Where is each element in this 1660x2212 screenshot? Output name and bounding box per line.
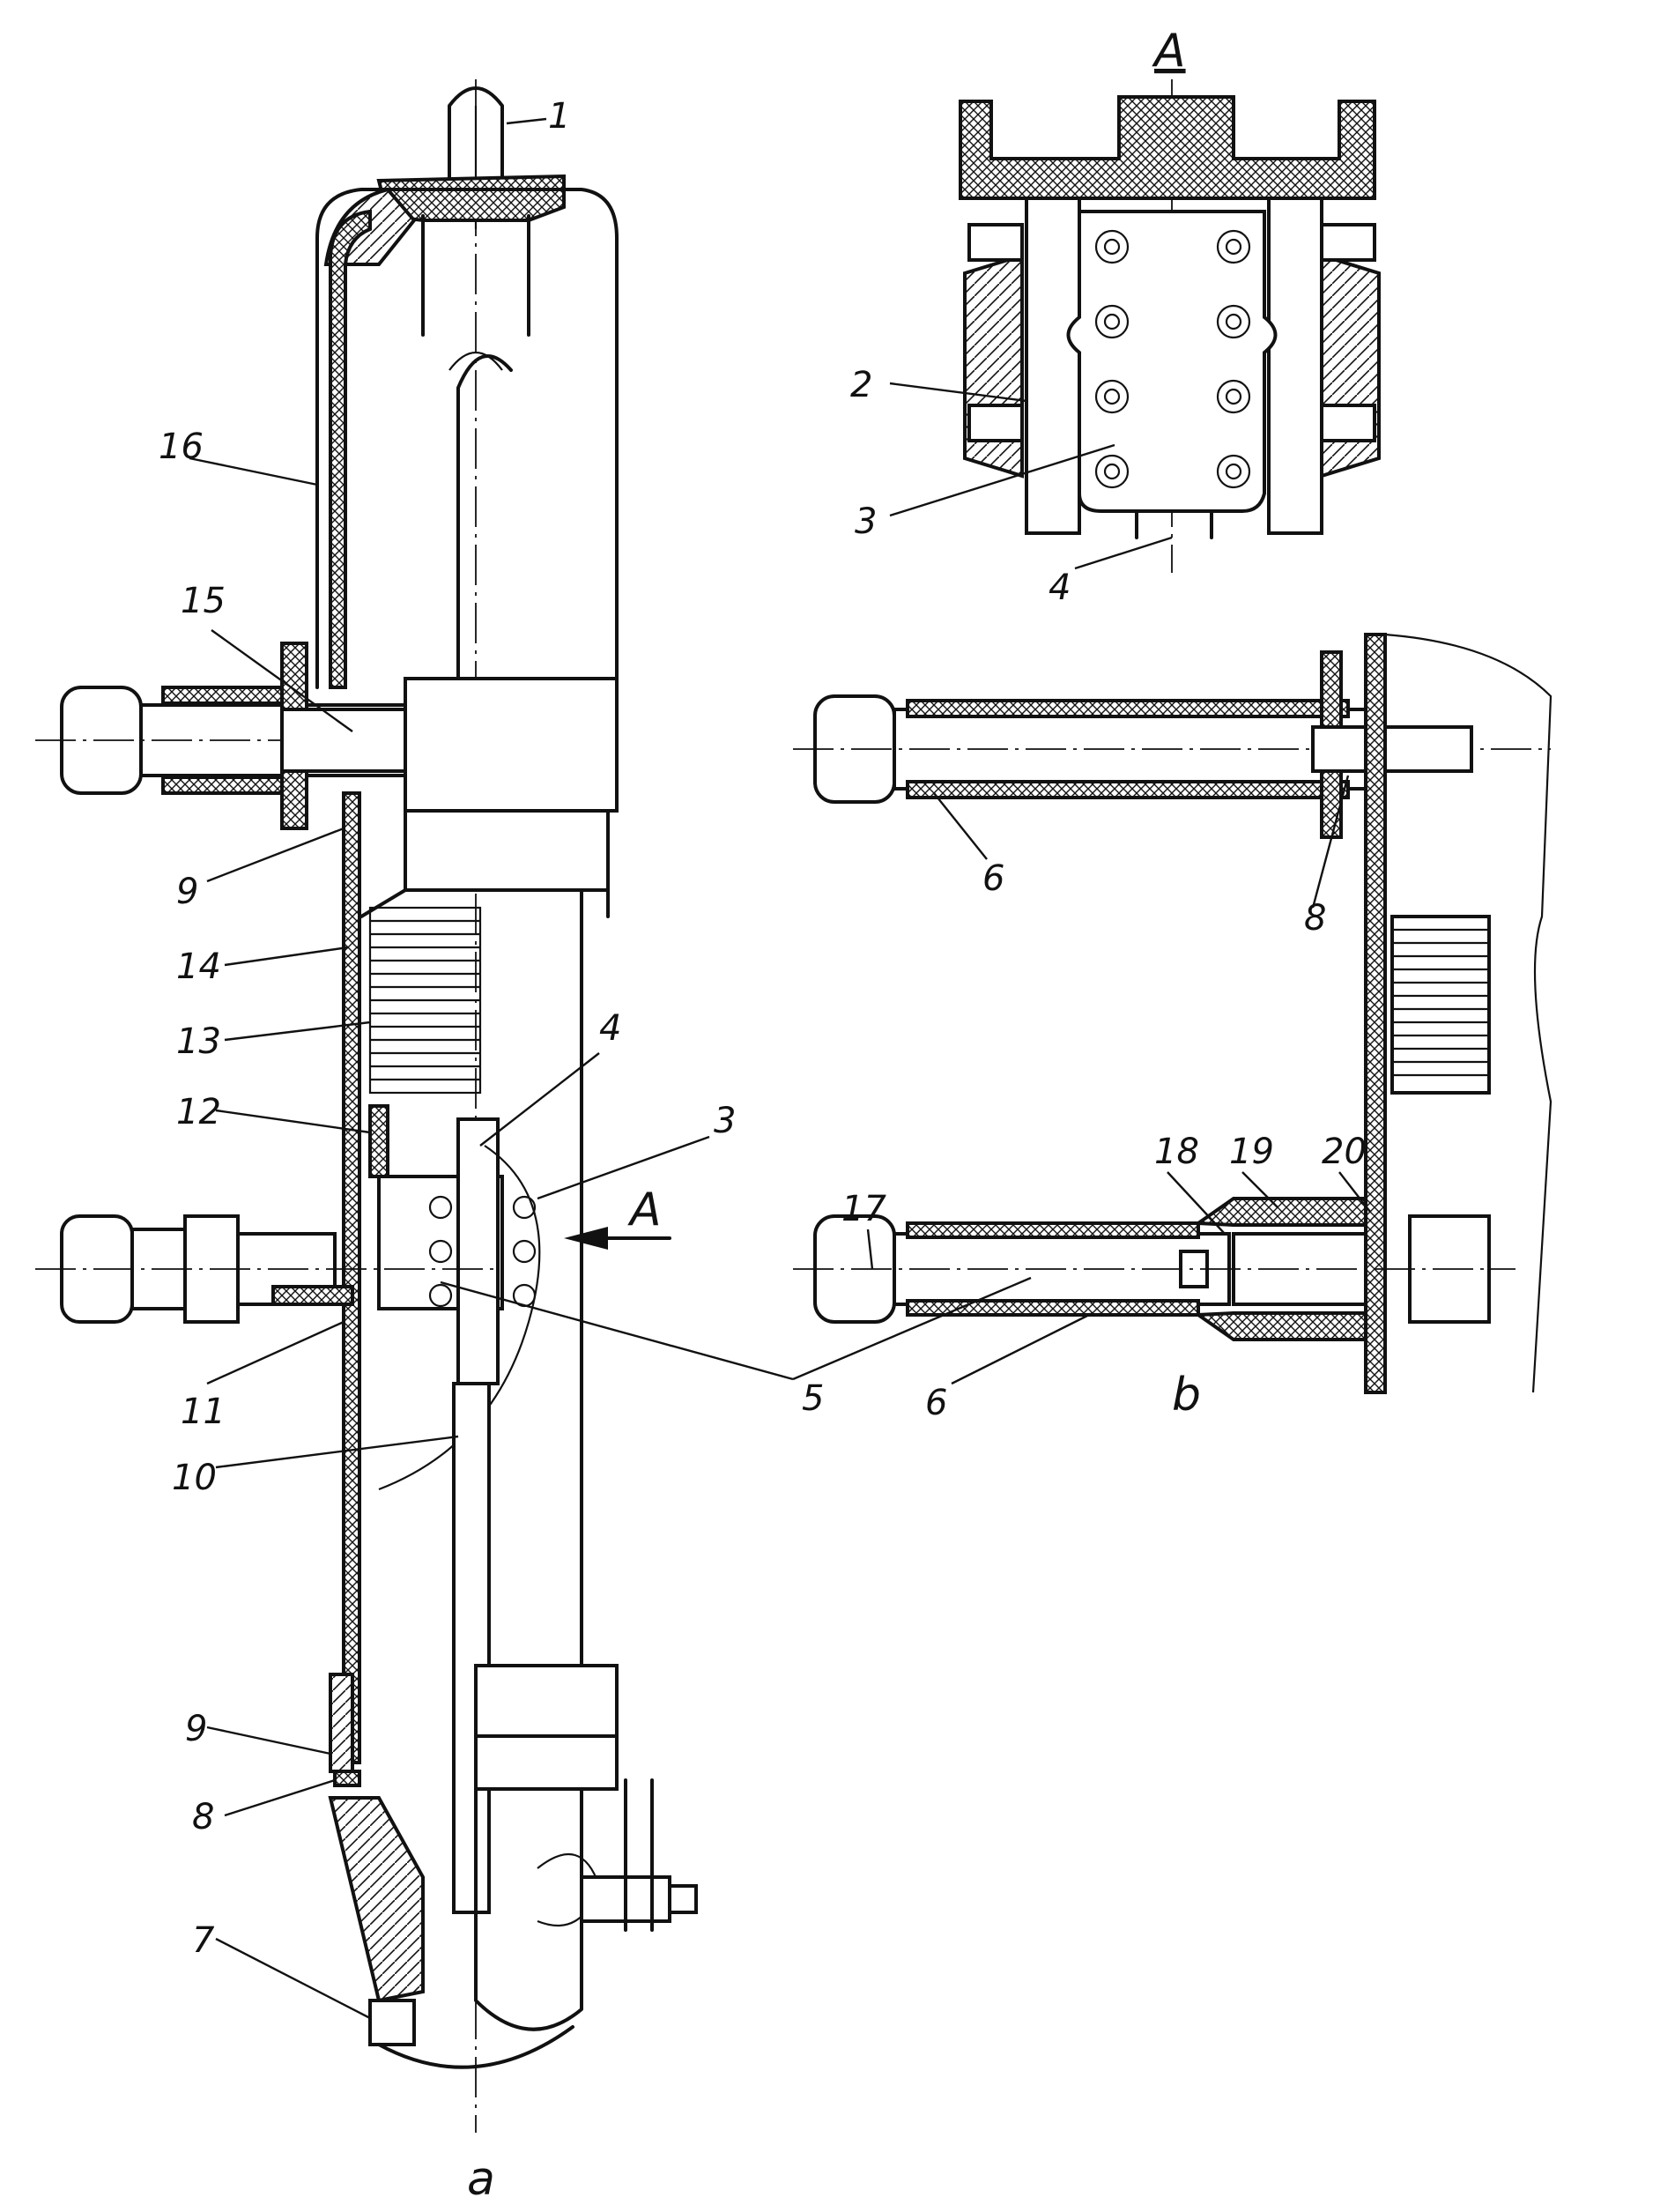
view-a-label: a: [467, 2153, 495, 2206]
contact-bolts: [428, 1195, 537, 1308]
label-4-view-a: 4: [599, 1008, 621, 1049]
label-4-section: 4: [1049, 568, 1071, 608]
label-17: 17: [841, 1189, 886, 1229]
label-18: 18: [1154, 1132, 1199, 1172]
label-2-section: 2: [850, 365, 872, 405]
label-5-view-a: 5: [802, 1378, 824, 1419]
label-19: 19: [1229, 1132, 1274, 1172]
label-6-upper: 6: [982, 858, 1004, 899]
leader-lines: [189, 117, 1371, 2020]
label-6-lower: 6: [925, 1383, 947, 1423]
view-b-label: b: [1172, 1369, 1201, 1421]
label-16: 16: [159, 427, 204, 467]
label-11: 11: [181, 1392, 226, 1432]
plate-holes: [1094, 229, 1251, 489]
label-10: 10: [172, 1458, 217, 1498]
arrow-a-label: A: [627, 1184, 662, 1236]
label-8-lower: 8: [192, 1797, 214, 1837]
label-1: 1: [548, 96, 570, 137]
label-12: 12: [176, 1092, 221, 1132]
view-b: [793, 633, 1553, 1394]
label-14: 14: [176, 946, 221, 987]
lamination-stack: [368, 906, 482, 1095]
label-9-upper: 9: [176, 872, 198, 912]
section-a-a: [959, 79, 1381, 573]
section-a-label: A: [1152, 25, 1186, 78]
label-20: 20: [1322, 1132, 1367, 1172]
label-9-lower: 9: [185, 1709, 207, 1749]
label-15: 15: [181, 581, 226, 621]
label-7: 7: [192, 1920, 215, 1961]
label-3-section: 3: [855, 501, 877, 542]
label-8-view-b: 8: [1304, 898, 1326, 939]
label-3-view-a: 3: [714, 1101, 736, 1141]
view-a-elevation: [35, 79, 698, 2133]
labels: 1 16 15 9 14 13 12 11 10 9 8 7 4 3 5 A a…: [159, 25, 1367, 2206]
label-13: 13: [176, 1021, 221, 1062]
